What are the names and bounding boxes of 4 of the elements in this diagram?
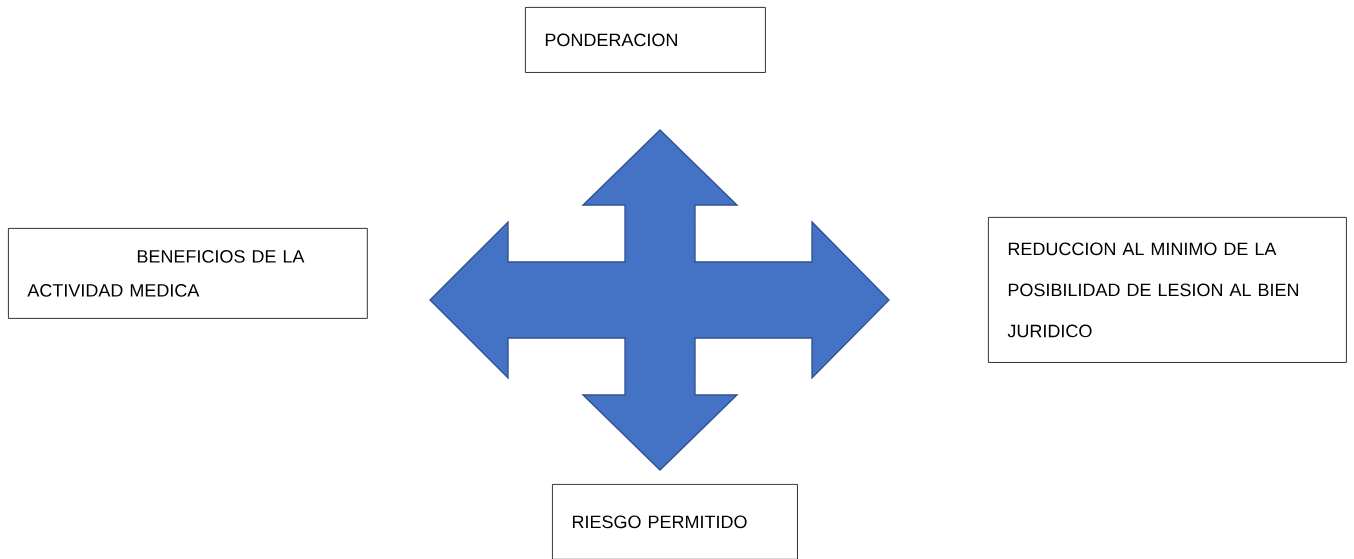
text-box: PONDERACION	[525, 7, 766, 73]
text-box: RIESGO PERMITIDO	[552, 484, 798, 559]
text-box: REDUCCION AL MINIMO DE LA POSIBILIDAD DE LESION AL BIEN JURIDICO	[988, 217, 1347, 363]
text-box: BENEFICIOS DE LA ACTIVIDAD MEDICA	[8, 228, 368, 319]
